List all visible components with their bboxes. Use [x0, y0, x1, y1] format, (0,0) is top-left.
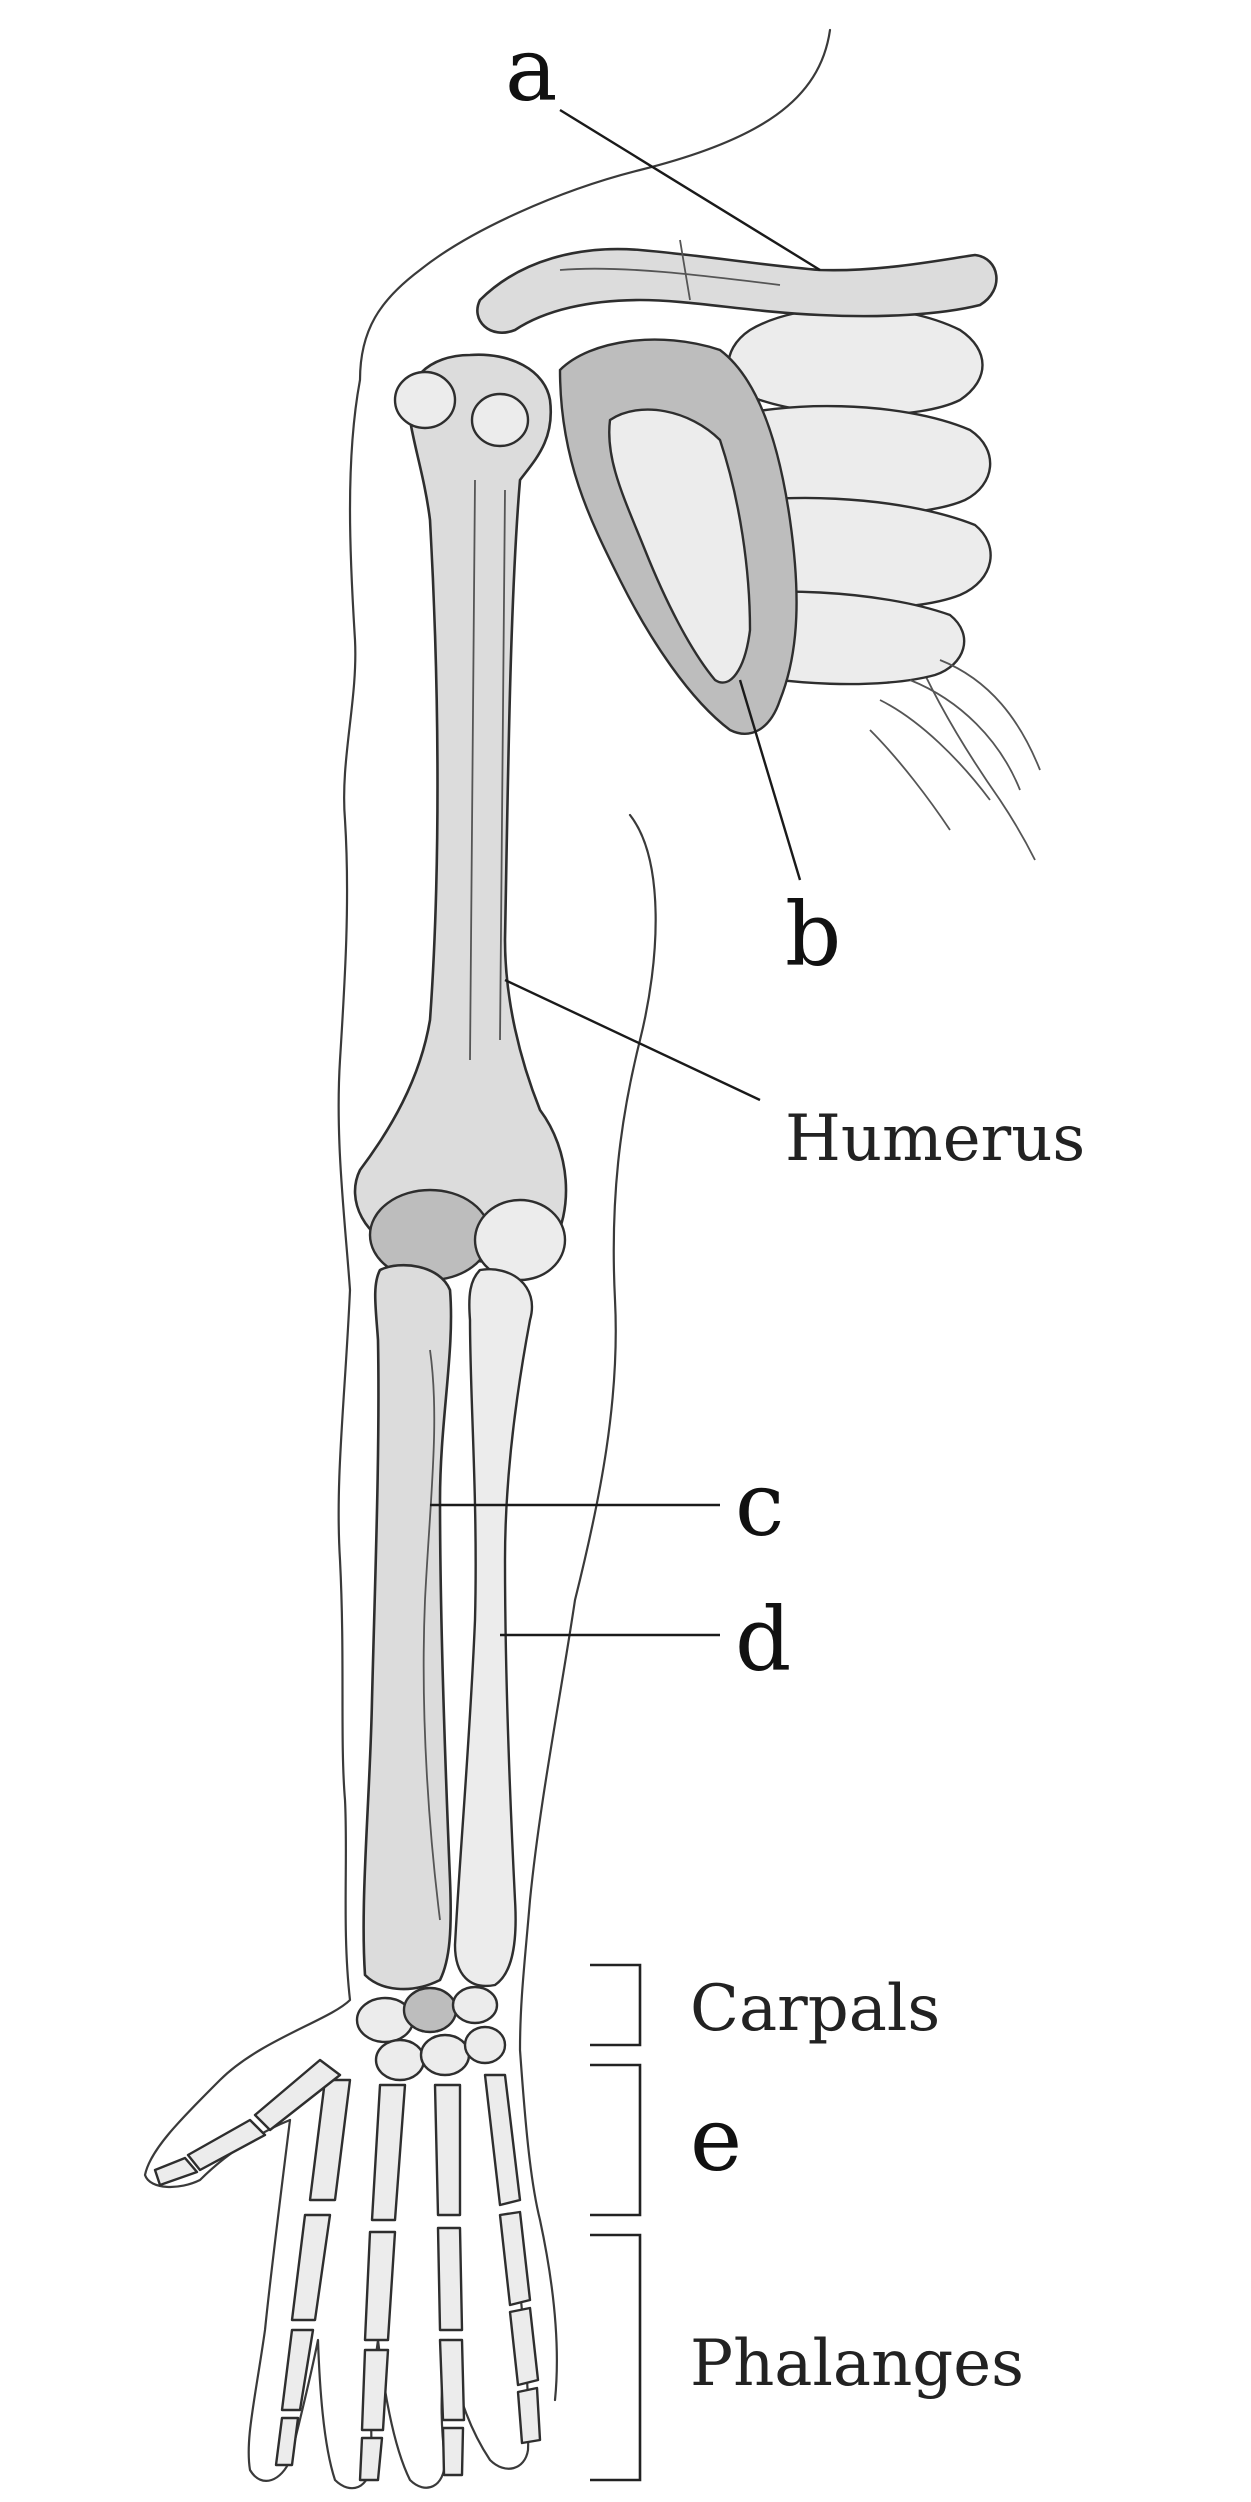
phalanx-bones [153, 2118, 542, 2482]
shoulder-neck-outline [143, 28, 832, 2189]
metacarpals-bracket [590, 2063, 642, 2217]
phalanx [508, 2306, 540, 2387]
label-a: a [505, 18, 557, 121]
carpal-bones [355, 1985, 507, 2082]
phalanx [498, 2210, 532, 2307]
rib-1 [727, 306, 984, 417]
thumb-phalanx [153, 2156, 199, 2187]
leader-b [738, 679, 802, 881]
clavicle-groove [559, 239, 781, 301]
phalanx [358, 2436, 384, 2482]
metacarpal [433, 2083, 462, 2217]
scapula-inner [608, 408, 752, 684]
thumb-metacarpal [253, 2058, 342, 2132]
phalanx [436, 2226, 464, 2332]
label-humerus: Humerus [785, 1102, 1085, 1176]
phalanx [290, 2213, 332, 2322]
clavicle [476, 247, 998, 334]
carpals-bracket [590, 1963, 642, 2047]
metacarpal [370, 2083, 407, 2222]
leader-lines [430, 108, 821, 1637]
phalanx [360, 2348, 390, 2432]
metacarpal [483, 2073, 522, 2207]
label-e: e [690, 2088, 742, 2191]
humerus-shaft-line [469, 479, 506, 1061]
humerus-head-left [393, 370, 457, 430]
metacarpal-bones [253, 2058, 522, 2222]
thumb-phalanx [186, 2118, 267, 2172]
label-c: c [735, 1453, 784, 1556]
lower-ribs [869, 659, 1041, 831]
metacarpal [308, 2078, 352, 2202]
phalanx [274, 2416, 300, 2467]
ulna [453, 1268, 533, 1988]
phalanges-bracket [590, 2233, 642, 2482]
forearm-shaft-line [422, 1349, 441, 1921]
carpal-bone [463, 2025, 507, 2065]
leader-a [559, 108, 821, 272]
phalanx [363, 2230, 397, 2342]
leader-humerus [504, 978, 761, 1102]
humerus [353, 353, 568, 1263]
label-phalanges: Phalanges [690, 2327, 1024, 2401]
brackets [590, 1963, 642, 2482]
inner-arm-outline [518, 813, 657, 2402]
label-b: b [785, 883, 841, 986]
humerus-head-right [470, 392, 530, 448]
phalanx [438, 2338, 466, 2422]
label-carpals: Carpals [690, 1972, 940, 2046]
carpal-bone [402, 1986, 458, 2034]
phalanx [441, 2426, 465, 2477]
radius [362, 1263, 453, 1991]
carpal-bone [374, 2038, 426, 2082]
label-d: d [735, 1588, 791, 1691]
carpal-bone [451, 1985, 499, 2025]
elbow-condyle-right [473, 1198, 567, 1282]
phalanx [280, 2328, 315, 2412]
carpal-bone [419, 2033, 471, 2077]
phalanx [516, 2386, 542, 2445]
